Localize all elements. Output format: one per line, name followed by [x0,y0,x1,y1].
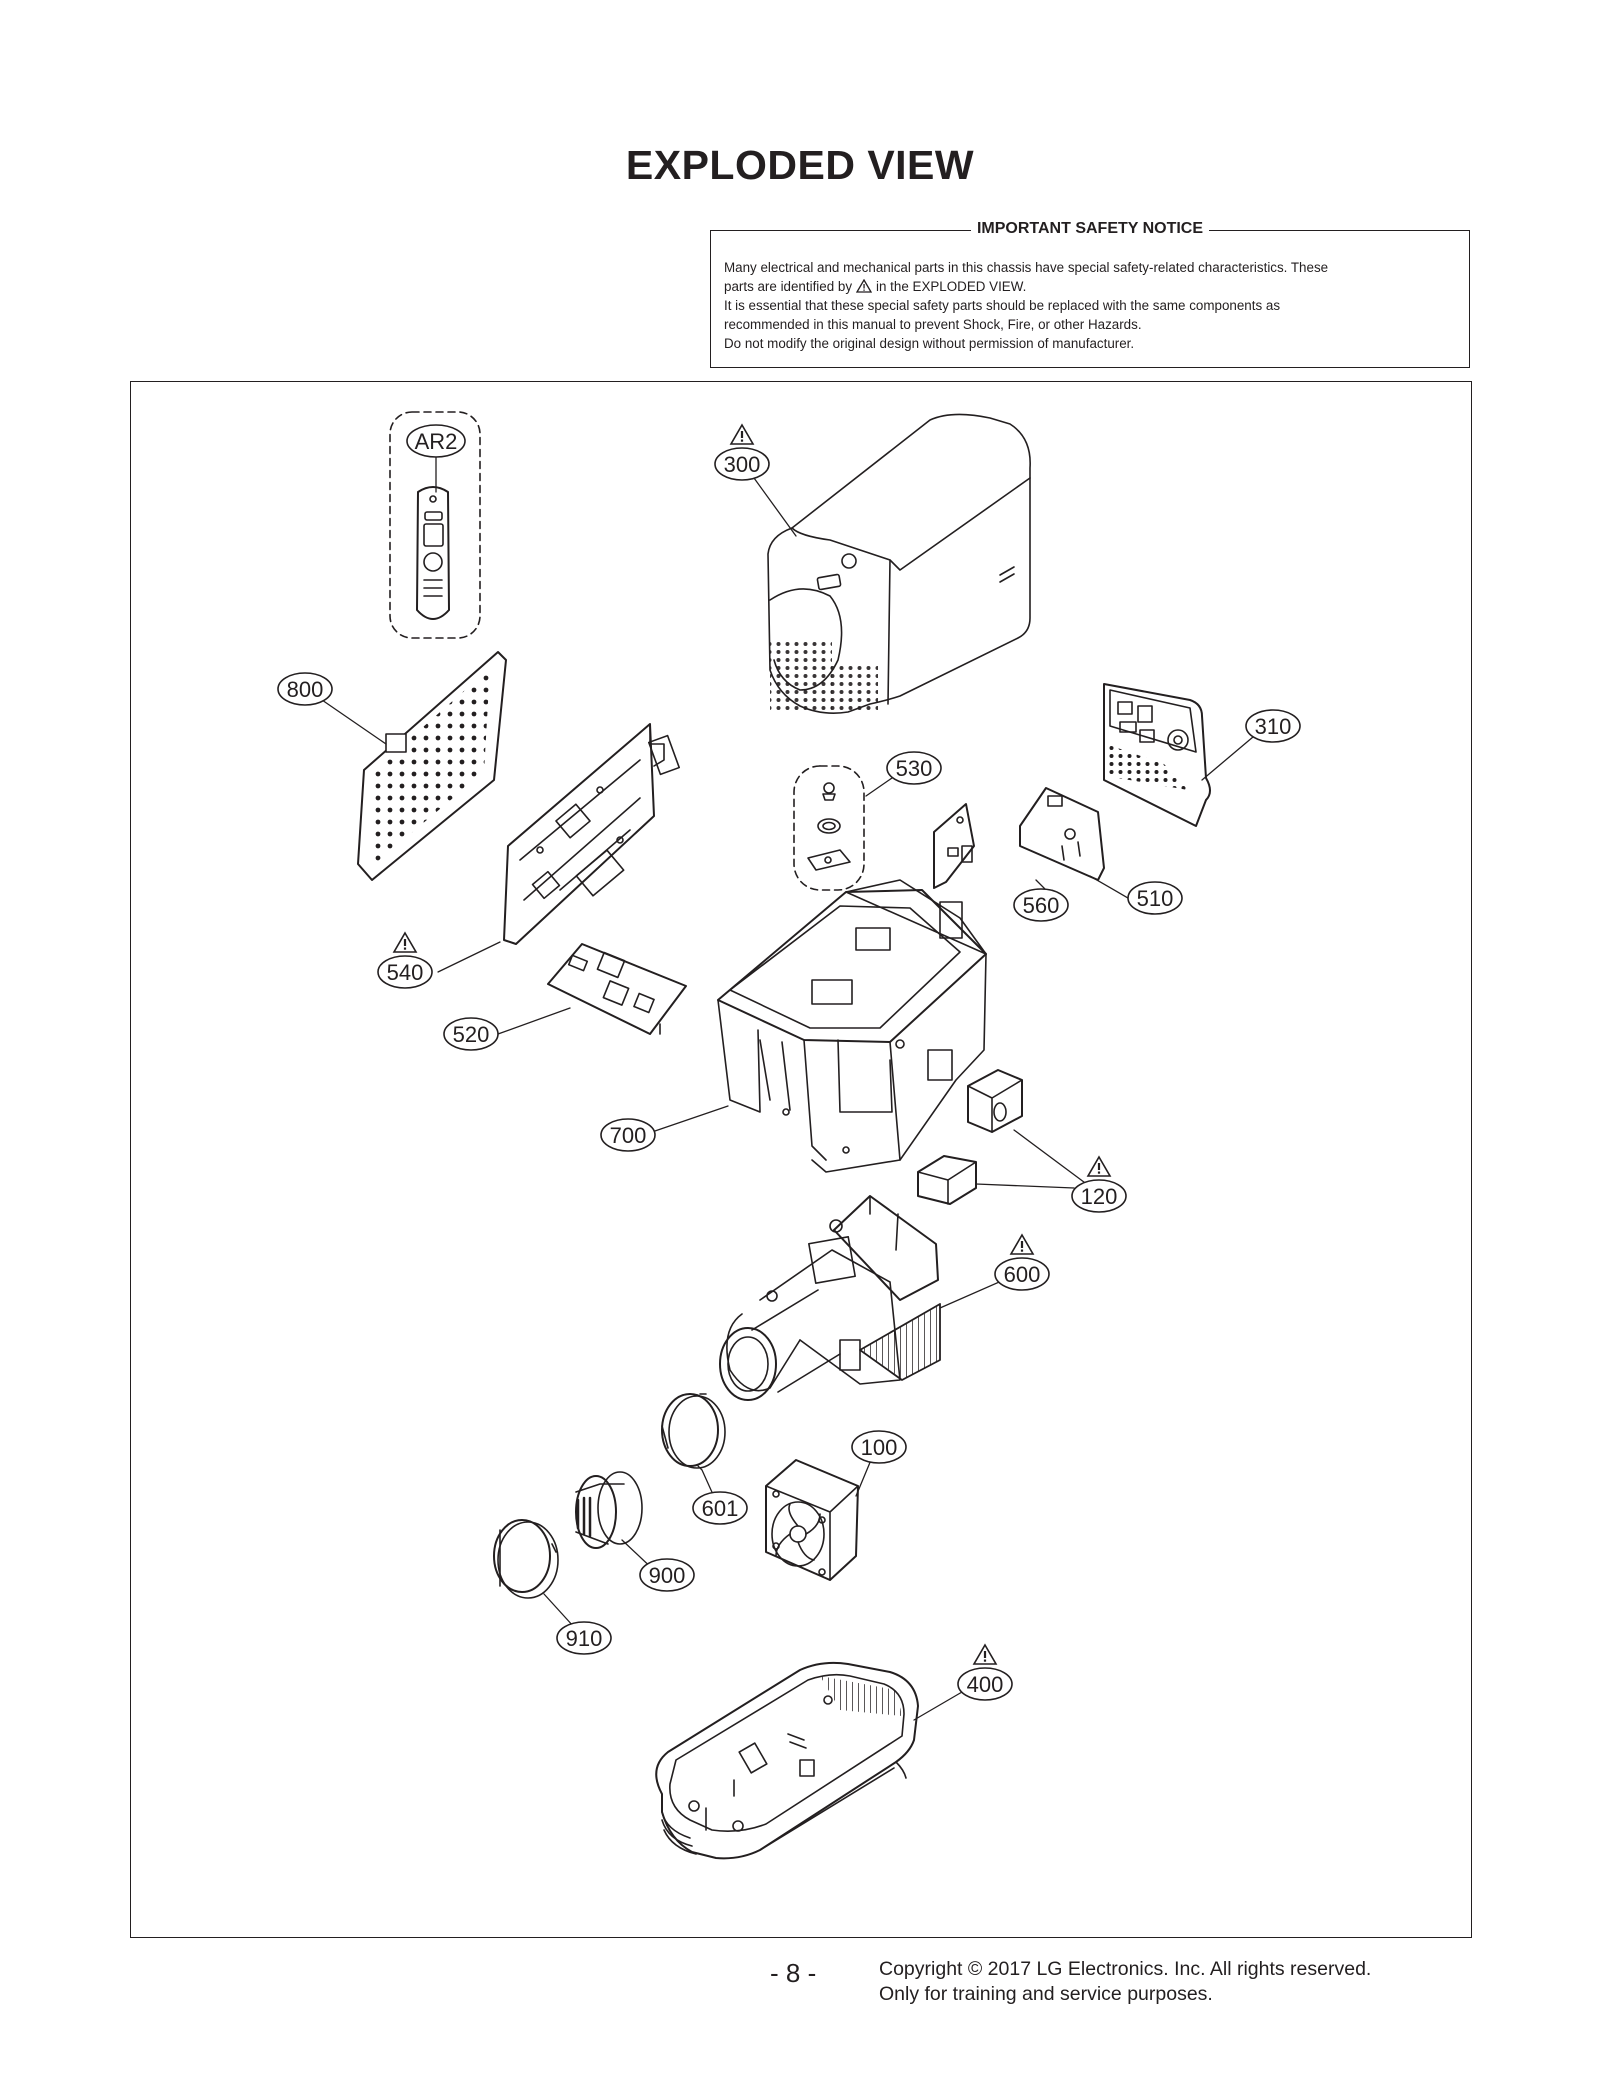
callout-300: 300 [714,424,770,481]
callout-900: 900 [639,1558,695,1592]
exploded-view-frame [130,381,1472,1938]
callout-400: 400 [957,1644,1013,1701]
frame-chassis-drawing [717,879,987,1173]
page-number: - 8 - [770,1958,817,1988]
callout-560-label: 560 [1023,893,1060,918]
callout-910-label: 910 [566,1626,603,1651]
callout-510-label: 510 [1137,886,1174,911]
decor-ring-drawing [493,1519,559,1599]
callout-120-label: 120 [1081,1184,1118,1209]
safety-notice-box: IMPORTANT SAFETY NOTICE Many electrical … [710,220,1470,368]
callout-540-label: 540 [387,960,424,985]
callout-700: 700 [600,1118,656,1152]
filter-blocks-drawing [917,1069,1023,1205]
warning-triangle-icon [393,932,417,953]
callout-520: 520 [443,1017,499,1051]
warning-triangle-icon [973,1644,997,1665]
notice-line-2-a: parts are identified by [724,279,853,294]
warning-triangle-icon [730,424,754,445]
lens-ring-drawing [661,1393,726,1469]
main-board-drawing [503,723,681,945]
focus-ring-drawing [575,1471,643,1549]
notice-line-5: Do not modify the original design withou… [724,336,1135,351]
callout-530-label: 530 [896,756,933,781]
warning-triangle-icon [1010,1234,1034,1255]
warning-triangle-icon [1087,1156,1111,1177]
safety-notice-heading: IMPORTANT SAFETY NOTICE [711,220,1469,238]
callout-AR2: AR2 [406,424,466,458]
callout-800-label: 800 [287,677,324,702]
remote-control-drawing [389,411,481,639]
callout-600: 600 [994,1234,1050,1291]
callout-910: 910 [556,1621,612,1655]
callout-520-label: 520 [453,1022,490,1047]
notice-line-1: Many electrical and mechanical parts in … [724,260,1329,275]
button-assembly-drawing [793,765,865,891]
top-cabinet-drawing [767,413,1031,714]
optical-engine-drawing [719,1195,941,1401]
copyright-line-1: Copyright © 2017 LG Electronics. Inc. Al… [879,1958,1372,1980]
notice-line-2: parts are identified by in the EXPLODED V… [724,277,1456,296]
callout-400-label: 400 [967,1672,1004,1697]
board-510-drawing [1019,787,1105,881]
warning-triangle-icon [856,279,873,293]
safety-notice-body: Many electrical and mechanical parts in … [724,258,1456,353]
callout-600-label: 600 [1004,1262,1041,1287]
part-callouts: AR2 300 800 310 530 510 560 540 520 700 … [277,424,1301,1701]
callout-120: 120 [1071,1156,1127,1213]
callout-800: 800 [277,672,333,706]
callout-540: 540 [377,932,433,989]
callout-601: 601 [692,1491,748,1525]
callout-560: 560 [1013,888,1069,922]
callout-700-label: 700 [610,1123,647,1148]
rear-cover-drawing [1103,683,1211,827]
notice-line-4: recommended in this manual to prevent Sh… [724,317,1142,332]
callout-310: 310 [1245,709,1301,743]
callout-310-label: 310 [1255,714,1292,739]
callout-100-label: 100 [861,1435,898,1460]
notice-line-3: It is essential that these special safet… [724,298,1281,313]
copyright-line-2: Only for training and service purposes. [879,1983,1213,2005]
callout-900-label: 900 [649,1563,686,1588]
fan-drawing [765,1459,859,1581]
callout-510: 510 [1127,881,1183,915]
callout-100: 100 [851,1430,907,1464]
bottom-cabinet-drawing [655,1661,919,1860]
notice-line-2-b: in the EXPLODED VIEW. [876,279,1027,294]
copyright-notice: Copyright © 2017 LG Electronics. Inc. Al… [879,1957,1371,2007]
callout-300-label: 300 [724,452,761,477]
page-title: EXPLODED VIEW [625,142,975,188]
shield-plate-drawing [357,651,507,881]
callout-AR2-label: AR2 [415,429,458,454]
power-board-drawing [547,943,687,1035]
callout-601-label: 601 [702,1496,739,1521]
callout-530: 530 [886,751,942,785]
safety-notice-heading-text: IMPORTANT SAFETY NOTICE [970,220,1210,237]
small-board-drawing [933,803,975,889]
